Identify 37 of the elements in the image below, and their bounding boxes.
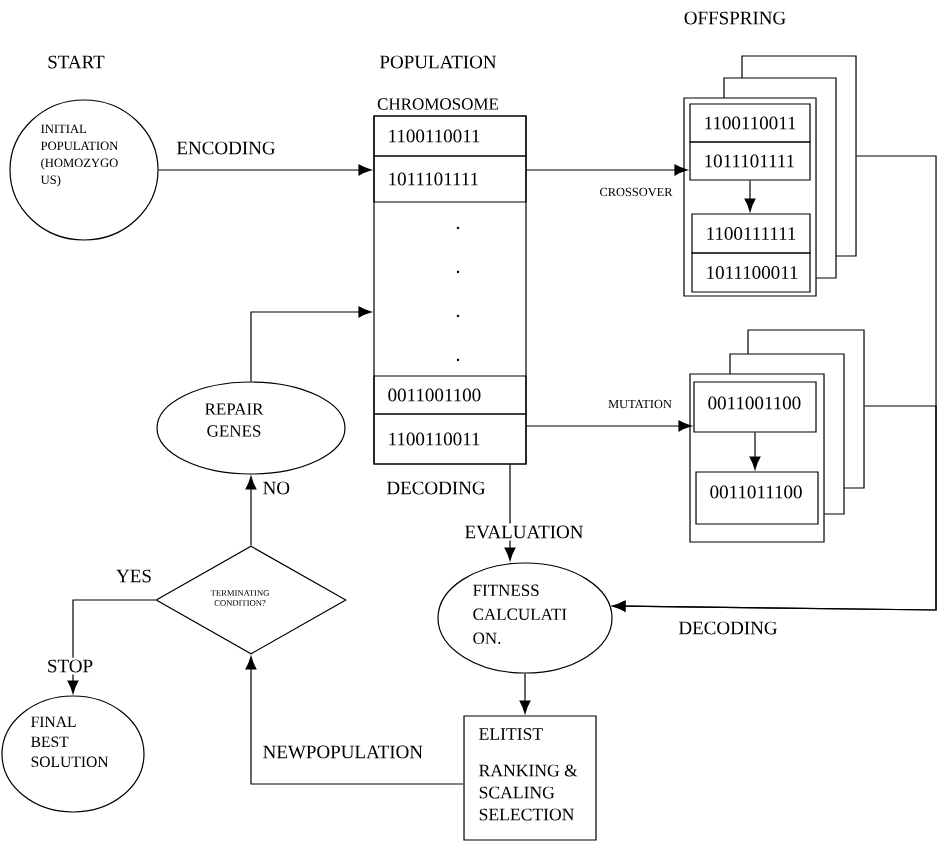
arrow [526, 420, 692, 432]
edge-label: EVALUATION [462, 523, 586, 541]
arrow [749, 432, 761, 470]
table-row: 0011001100 [693, 381, 817, 433]
arrow [250, 306, 372, 382]
text-label: STOP [44, 657, 96, 675]
process-box: ELITIST RANKING & SCALING SELECTION [463, 715, 597, 841]
table-row: 1011101111 [373, 155, 527, 203]
table-row: 0011001100 [373, 375, 527, 415]
arrow [612, 405, 937, 612]
edge-label: NEWPOPULATION [263, 745, 423, 759]
table-row: 1100110011 [689, 103, 811, 143]
text-label: DECODING [386, 481, 486, 495]
arrow [744, 180, 756, 212]
text-label: POPULATION [379, 55, 497, 69]
page-stack [683, 55, 857, 297]
arrow [504, 464, 516, 561]
arrow [526, 164, 688, 176]
page-stack [689, 329, 865, 543]
edge-label: ENCODING [176, 141, 276, 155]
table-row: 1011100011 [691, 252, 811, 293]
text-label: OFFSPRING [684, 11, 786, 25]
arrow [158, 164, 372, 176]
edge-label: YES [116, 569, 151, 583]
edge-label: NO [263, 481, 290, 495]
column-heading: CHROMOSOME [377, 98, 499, 110]
table-row: 1100110011 [373, 115, 527, 157]
edge-label: DECODING [678, 621, 778, 635]
table-row: 1100110011 [373, 413, 527, 465]
table-row: 0011011100 [695, 471, 819, 525]
arrow [519, 673, 531, 714]
arrow [245, 656, 464, 785]
text-label: START [48, 55, 105, 69]
arrow [245, 476, 257, 546]
table-row: 1011101111 [689, 141, 811, 181]
table-row: 1100111111 [691, 213, 811, 254]
arrow [67, 599, 156, 694]
